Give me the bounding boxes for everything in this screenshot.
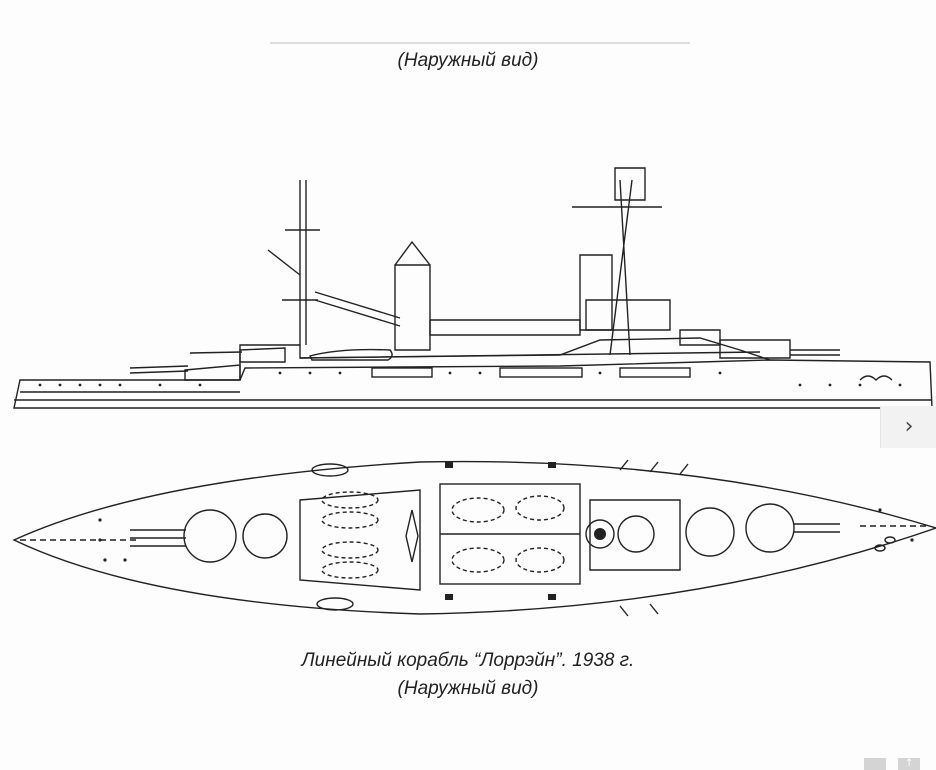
chevron-right-icon: › bbox=[904, 414, 914, 439]
arrow-up-icon: ↑ bbox=[905, 758, 914, 769]
ship-subtitle: (Наружный вид) bbox=[397, 678, 539, 699]
corner-square-button[interactable] bbox=[864, 758, 886, 770]
ship-plan-view-drawing bbox=[12, 459, 936, 617]
scroll-up-button[interactable]: ↑ bbox=[898, 758, 920, 770]
top-caption: (Наружный вид) bbox=[397, 50, 539, 71]
next-slide-button[interactable]: › bbox=[880, 406, 936, 448]
ship-title: Линейный корабль “Лоррэйн”. 1938 г. bbox=[301, 650, 635, 671]
